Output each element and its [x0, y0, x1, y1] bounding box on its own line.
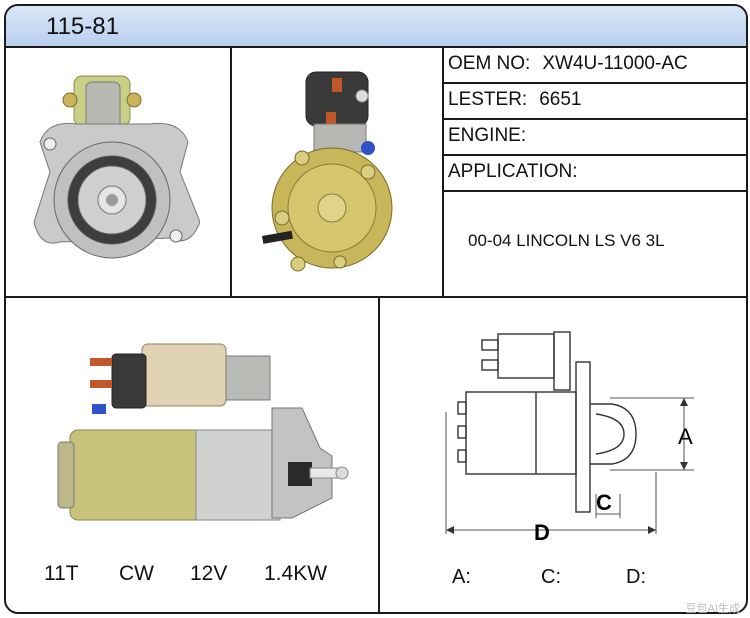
dimension-diagram: A C D: [445, 331, 694, 545]
rating-rotation: CW: [119, 562, 154, 585]
spec-row-application: APPLICATION:: [448, 161, 590, 183]
spec-value: XW4U-11000-AC: [542, 53, 688, 74]
divider: [6, 296, 746, 298]
divider: [378, 296, 380, 612]
spec-label: ENGINE:: [448, 125, 527, 146]
divider: [230, 46, 232, 298]
spec-row-engine: ENGINE:: [448, 125, 538, 147]
divider: [442, 46, 444, 298]
starter-front-view-image: [33, 75, 200, 259]
dimension-label: D:: [626, 566, 646, 588]
dimension-label-a: A: [678, 424, 693, 449]
dimension-field-c: C:: [541, 566, 561, 589]
rating-voltage: 12V: [190, 562, 228, 585]
spec-value: 6651: [539, 89, 582, 110]
spec-label: APPLICATION:: [448, 161, 578, 182]
dimension-label: C:: [541, 566, 561, 588]
dimension-label: A:: [452, 566, 471, 588]
part-number-title: 115-81: [46, 13, 119, 40]
dimension-label-d: D: [534, 520, 550, 545]
watermark: 豆包AI生成: [685, 603, 740, 615]
dimension-label-c: C: [596, 490, 612, 515]
application-text: 00-04 LINCOLN LS V6 3L: [468, 231, 665, 250]
divider: [442, 154, 746, 156]
spec-row-lester: LESTER: 6651: [448, 89, 581, 111]
starter-side-view-image: [57, 343, 349, 521]
spec-label: OEM NO:: [448, 53, 531, 74]
starter-rear-view-image: [262, 71, 393, 272]
spec-row-oem: OEM NO: XW4U-11000-AC: [448, 53, 688, 75]
spec-label: LESTER:: [448, 89, 528, 110]
divider: [442, 190, 746, 192]
rating-teeth: 11T: [44, 562, 79, 585]
rating-power: 1.4KW: [264, 562, 328, 585]
divider: [442, 118, 746, 120]
dimension-field-d: D:: [626, 566, 646, 589]
dimension-field-a: A:: [452, 566, 471, 589]
header-bar: 115-81: [6, 6, 746, 48]
divider: [442, 82, 746, 84]
